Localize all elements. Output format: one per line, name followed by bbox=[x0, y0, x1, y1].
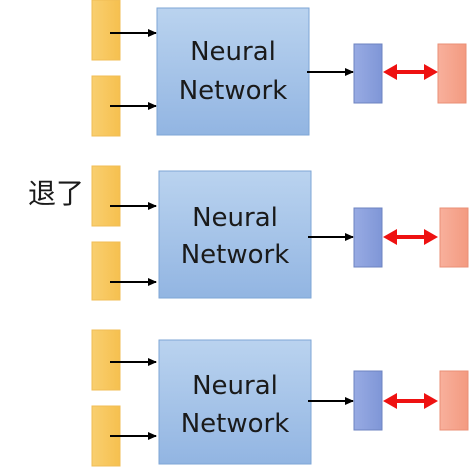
network-label-line1: Neural bbox=[190, 37, 276, 67]
input-box-3a bbox=[91, 329, 121, 391]
network-label-line2: Network bbox=[181, 240, 290, 270]
input-box-2a bbox=[91, 165, 121, 227]
target-box-2 bbox=[439, 207, 469, 268]
neural-network-box-1 bbox=[156, 7, 310, 136]
network-label-line2: Network bbox=[181, 409, 290, 439]
input-box-1a bbox=[91, 0, 121, 61]
network-block-3: Neural Network bbox=[91, 329, 469, 467]
output-box-3 bbox=[353, 370, 383, 431]
side-label: 退了 bbox=[28, 177, 84, 210]
output-box-1 bbox=[353, 43, 383, 104]
compare-arrow-3 bbox=[383, 393, 438, 409]
compare-arrow-2 bbox=[383, 229, 438, 245]
compare-arrow-1 bbox=[383, 64, 438, 80]
network-label-line1: Neural bbox=[192, 371, 278, 401]
input-box-2b bbox=[91, 241, 121, 301]
output-box-2 bbox=[353, 207, 383, 268]
target-box-3 bbox=[439, 370, 469, 431]
network-block-1: Neural Network bbox=[91, 0, 467, 137]
neural-network-box-2 bbox=[158, 170, 312, 299]
network-block-2: Neural Network bbox=[91, 165, 469, 301]
neural-network-box-3 bbox=[158, 339, 312, 465]
network-label-line1: Neural bbox=[192, 203, 278, 233]
network-label-line2: Network bbox=[179, 76, 288, 106]
target-box-1 bbox=[437, 43, 467, 104]
